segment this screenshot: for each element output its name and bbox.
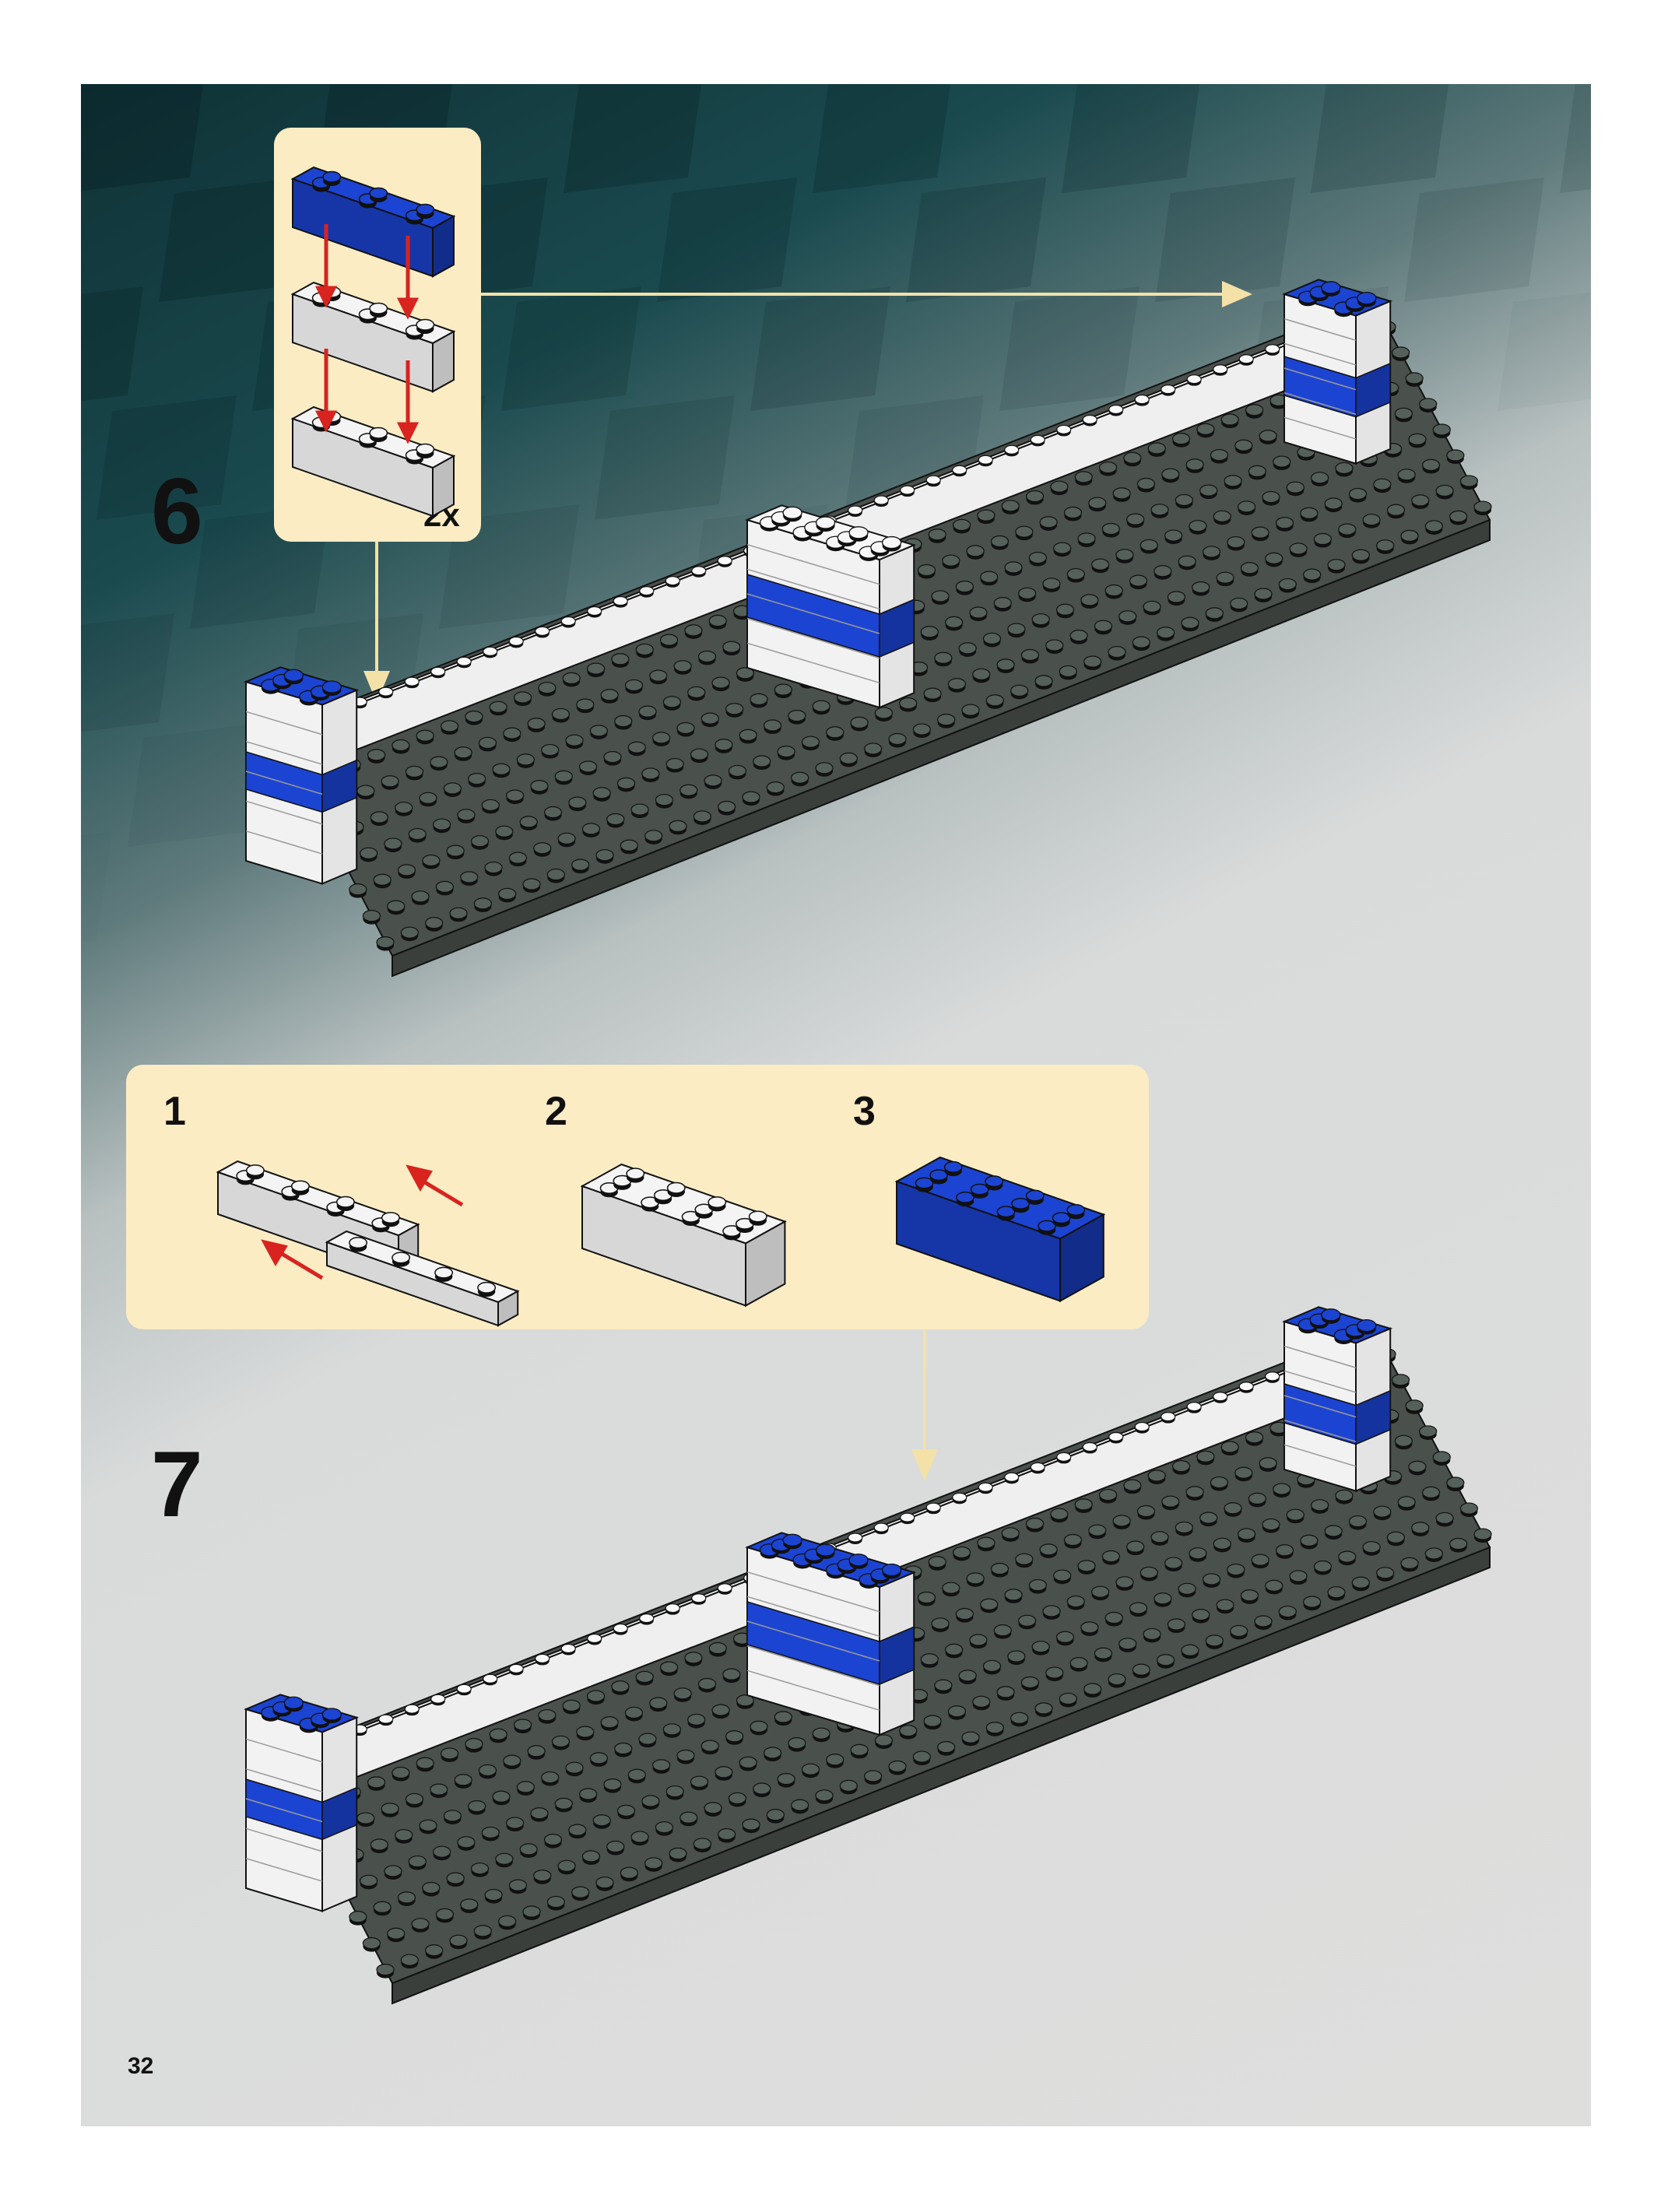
step-7-model	[244, 1306, 1492, 2005]
red-assembly-arrows	[314, 224, 420, 444]
blue-3x4-plate-assembly-part	[894, 1156, 1106, 1303]
step-6-model	[244, 279, 1492, 978]
white-1x4-plate-part	[325, 1230, 520, 1327]
step-7-number: 7	[151, 1432, 203, 1536]
page-number: 32	[128, 2053, 154, 2079]
blue-2x3-plate-part	[290, 166, 456, 278]
step-7-callout-drawing	[216, 1156, 1106, 1482]
substep-3-number: 3	[853, 1089, 876, 1134]
instruction-page: 6 2x 1 2 3	[81, 84, 1591, 2126]
step-7-placement-arrow	[911, 1329, 938, 1482]
step-6-number: 6	[151, 459, 203, 564]
substep-2-number: 2	[545, 1089, 567, 1134]
step-6-callout-drawing	[290, 166, 1252, 704]
cream-placement-arrows	[363, 280, 1252, 704]
substep-1-red-arrows	[261, 1164, 464, 1280]
white-3x4-plate-assembly-part	[580, 1163, 787, 1308]
substep-1-number: 1	[163, 1089, 186, 1134]
